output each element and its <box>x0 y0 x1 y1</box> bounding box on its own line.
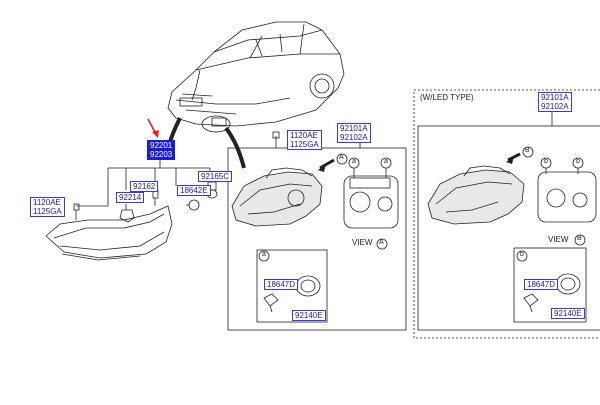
ref-b-1: b <box>544 158 548 165</box>
headlamp-assembly-left <box>231 167 323 227</box>
callout-92140e-right[interactable]: 92140E <box>551 308 585 319</box>
bolt-left <box>73 203 80 220</box>
view-label-right: VIEW <box>548 235 569 244</box>
headlamp-rear-view-left <box>343 157 399 229</box>
headlamp-rear-view-right <box>537 157 597 223</box>
bulb-18647d-right <box>523 293 539 313</box>
socket-92162 <box>152 189 159 206</box>
callout-92140e-left[interactable]: 92140E <box>292 310 326 321</box>
ref-a-2: a <box>384 158 388 165</box>
ref-b-2: b <box>576 158 580 165</box>
ref-a-inset: a <box>262 251 266 258</box>
ref-A-left: A <box>339 154 344 161</box>
callout-18647d-right[interactable]: 18647D <box>524 279 559 290</box>
inset-b-right <box>513 247 587 323</box>
callout-92165c[interactable]: 92165C <box>198 171 233 182</box>
ref-A-view: A <box>379 239 384 246</box>
ref-B-right: B <box>525 147 530 154</box>
callout-18647d-left[interactable]: 18647D <box>264 279 299 290</box>
callout-18642e[interactable]: 18642E <box>177 185 211 196</box>
bulb-92214 <box>119 204 135 223</box>
daytime-running-lamp <box>45 205 173 261</box>
cap-92140e-right <box>555 273 581 295</box>
highlight-arrow <box>147 118 159 138</box>
ref-a-1: a <box>352 158 356 165</box>
vehicle-illustration <box>167 21 345 133</box>
headlamp-frame-right <box>417 125 600 331</box>
bulb-18647d-left <box>263 293 279 313</box>
bulb-18642e <box>186 199 200 211</box>
section-title: (W/LED TYPE) <box>420 93 474 102</box>
callout-92214[interactable]: 92214 <box>116 192 145 203</box>
view-arrow-left <box>319 158 335 170</box>
inset-a-left <box>256 249 328 323</box>
callout-92162[interactable]: 92162 <box>130 181 159 192</box>
led-section <box>413 89 600 339</box>
ref-B-view: B <box>577 235 582 242</box>
view-label-left: VIEW <box>352 238 373 247</box>
pointer-arc-right <box>224 126 246 169</box>
view-arrow-right <box>507 152 521 162</box>
cap-92140e-left <box>295 275 321 297</box>
ref-b-inset: b <box>520 251 524 258</box>
headlamp-assembly-right <box>427 165 525 225</box>
